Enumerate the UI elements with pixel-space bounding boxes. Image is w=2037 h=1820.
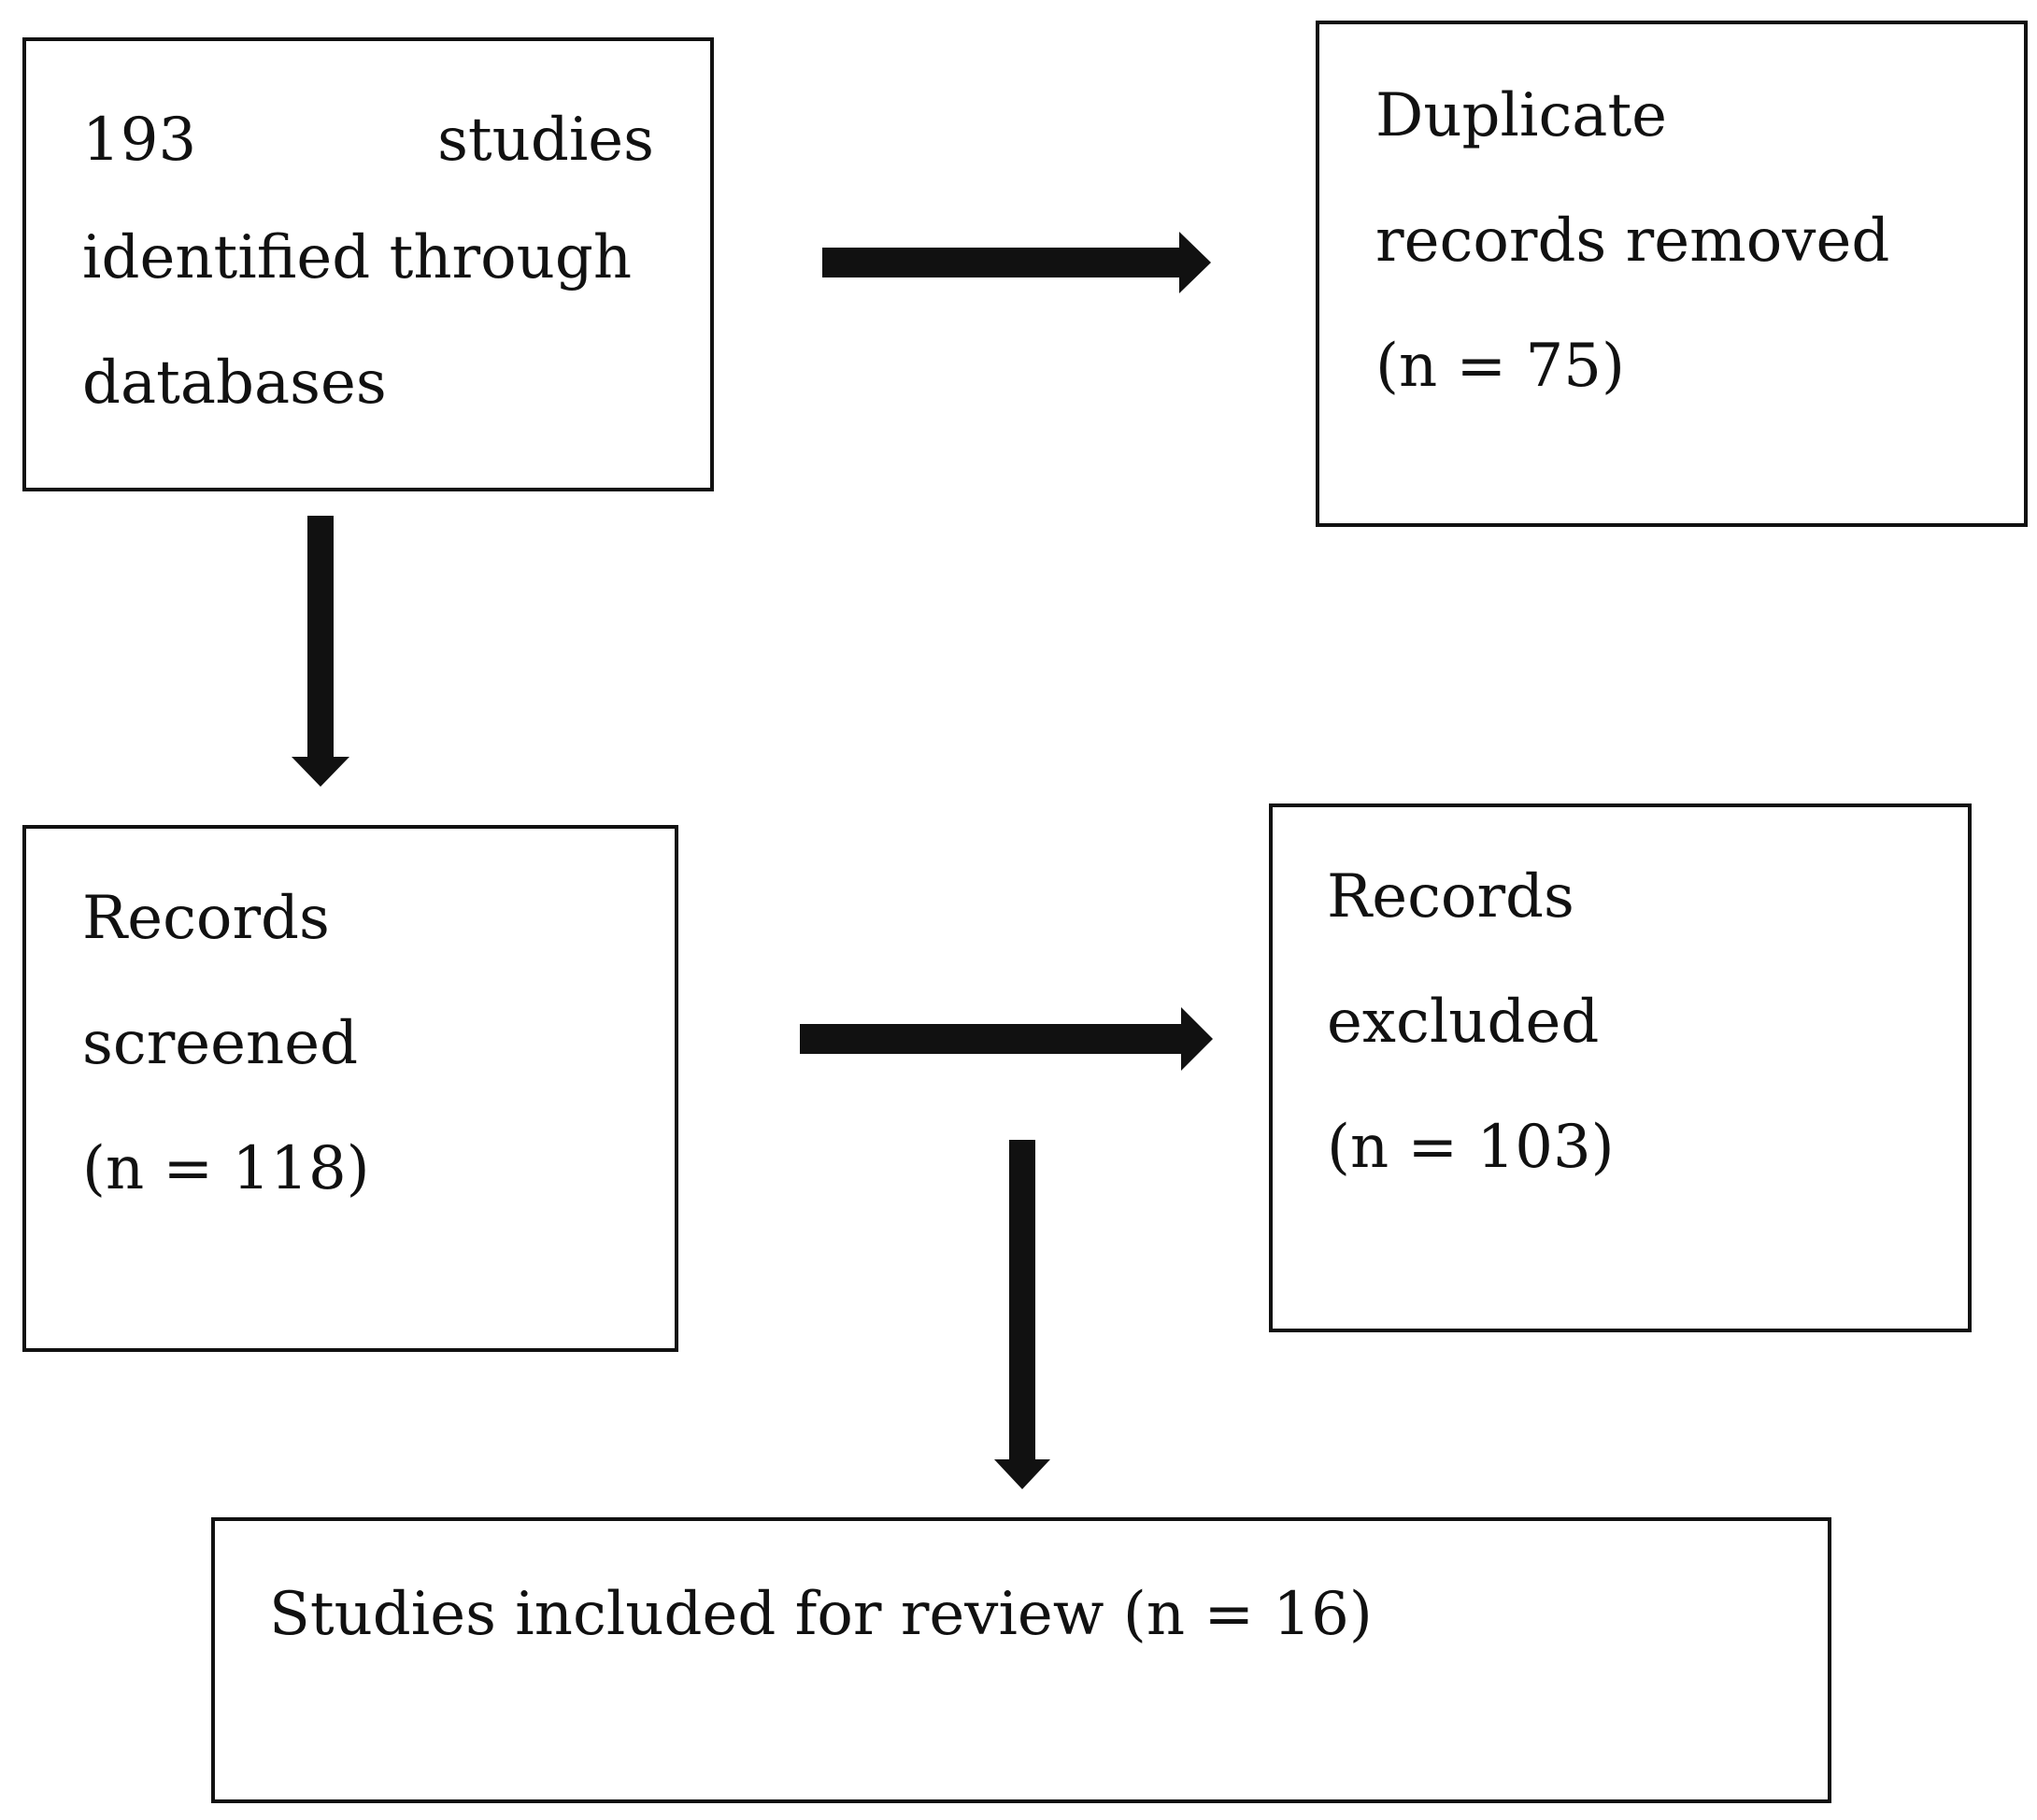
excluded-line-1: Records [1327, 862, 1574, 931]
arrow-screened-to-included [994, 1140, 1050, 1489]
screened-line-2: screened [82, 1009, 359, 1078]
studies-included-box: Studies included for review (n = 16) [211, 1517, 1831, 1803]
identified-studies-box: 193 studies identified through databases [22, 37, 714, 491]
duplicates-line-1: Duplicate [1375, 81, 1668, 150]
duplicates-count: (n = 75) [1375, 332, 1625, 401]
screened-count: (n = 118) [82, 1134, 370, 1203]
duplicates-removed-box: Duplicate records removed (n = 75) [1316, 21, 2028, 527]
records-screened-box: Records screened (n = 118) [22, 825, 678, 1352]
identified-count: 193 [82, 106, 197, 175]
identified-line-2: identified through [82, 223, 633, 292]
identified-line-3: databases [82, 348, 387, 418]
screened-line-1: Records [82, 884, 330, 953]
duplicates-line-2: records removed [1375, 206, 1890, 276]
excluded-count: (n = 103) [1327, 1113, 1615, 1182]
identified-word-studies: studies [437, 106, 654, 175]
arrow-screened-to-excluded [800, 1007, 1213, 1071]
identified-line-1: 193 studies [82, 110, 654, 170]
excluded-line-2: excluded [1327, 988, 1600, 1057]
arrow-identified-to-screened [292, 516, 349, 787]
records-excluded-box: Records excluded (n = 103) [1269, 803, 1972, 1332]
arrow-identified-to-duplicates [822, 232, 1211, 293]
included-line-1: Studies included for review (n = 16) [269, 1580, 1373, 1649]
